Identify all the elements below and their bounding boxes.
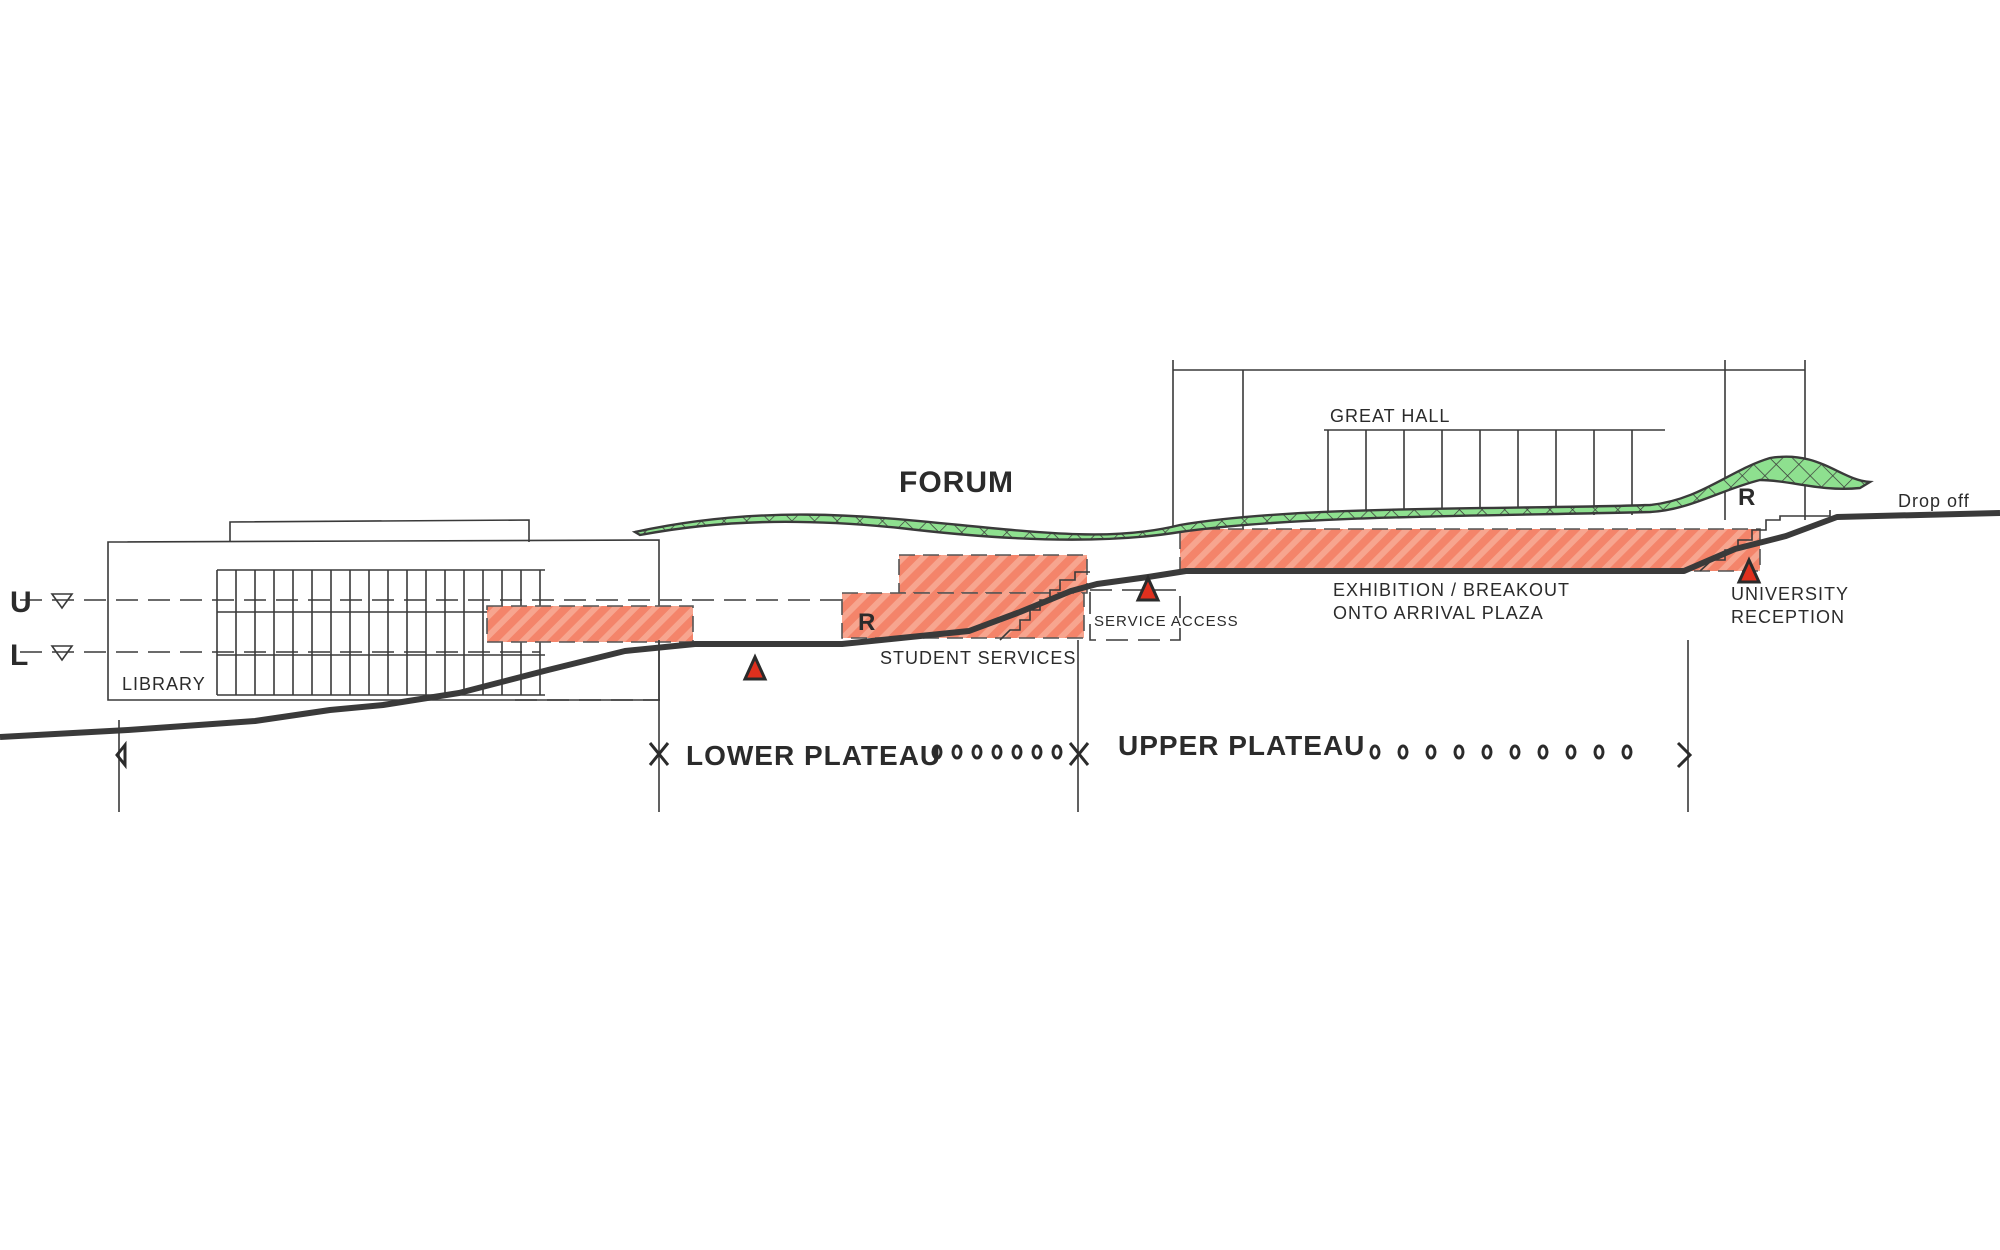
dimension-lines xyxy=(118,640,1689,812)
dimension-markers xyxy=(115,740,1693,770)
student-services-stair xyxy=(999,571,1090,641)
plateau-dot xyxy=(1593,744,1605,760)
great-hall-label: GREAT HALL xyxy=(1330,406,1450,426)
ramp-label: R xyxy=(858,609,876,636)
reception-label-line1: UNIVERSITY xyxy=(1731,584,1849,604)
plateau-dot xyxy=(1537,744,1549,760)
library-building xyxy=(20,519,860,701)
great-hall-colonnade xyxy=(1327,430,1633,515)
reception-stair xyxy=(1699,510,1831,572)
upper-level-label: U xyxy=(10,586,33,619)
reception-label-line2: RECEPTION xyxy=(1731,607,1845,627)
plateau-dot xyxy=(951,744,963,760)
exhibition-label-line1: EXHIBITION / BREAKOUT xyxy=(1333,580,1570,600)
drop-off-label: Drop off xyxy=(1898,491,1970,511)
student-services-label: STUDENT SERVICES xyxy=(880,648,1076,668)
level-marker-u-icon xyxy=(50,593,74,610)
plateau-dot xyxy=(1453,744,1465,760)
student-services-upper-block xyxy=(898,554,1088,594)
plateau-dot xyxy=(1509,744,1521,760)
plateau-dot xyxy=(1425,744,1437,760)
entry-marker-icon xyxy=(742,653,768,681)
plateau-dot xyxy=(1011,744,1023,760)
level-marker-l-icon xyxy=(50,645,74,662)
library-label: LIBRARY xyxy=(122,674,206,694)
entry-marker-icon xyxy=(1135,574,1161,602)
plateau-dot xyxy=(1031,744,1043,760)
plateau-dot xyxy=(1051,744,1063,760)
lower-plateau-label: LOWER PLATEAU xyxy=(686,740,941,771)
plateau-dot xyxy=(1481,744,1493,760)
ramp-label: R xyxy=(1738,484,1756,511)
ground-line xyxy=(0,510,2000,740)
exhibition-label-line2: ONTO ARRIVAL PLAZA xyxy=(1333,603,1544,623)
great-hall-building xyxy=(1172,360,1806,530)
plateau-dot xyxy=(971,744,983,760)
plateau-dot xyxy=(991,744,1003,760)
library-program-block xyxy=(486,605,694,643)
plateau-dot xyxy=(1397,744,1409,760)
service-access-box xyxy=(1089,589,1181,641)
plateau-dot xyxy=(1621,744,1633,760)
plateau-dot xyxy=(1369,744,1381,760)
service-access-label: SERVICE ACCESS xyxy=(1094,613,1239,630)
forum-canopy xyxy=(631,455,1874,541)
upper-plateau-label: UPPER PLATEAU xyxy=(1118,730,1365,761)
plateau-dots xyxy=(931,744,1633,760)
entry-marker-icon xyxy=(1736,556,1762,584)
plateau-dot xyxy=(931,744,943,760)
plateau-dot xyxy=(1565,744,1577,760)
exhibition-breakout-block xyxy=(1179,528,1761,572)
forum-label: FORUM xyxy=(899,466,1014,499)
lower-level-label: L xyxy=(10,639,29,672)
